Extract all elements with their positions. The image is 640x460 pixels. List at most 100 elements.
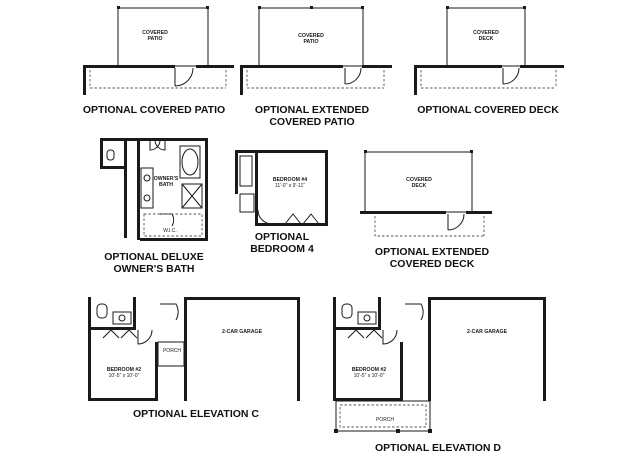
door-swing <box>257 209 273 225</box>
exterior-wall <box>88 297 91 401</box>
room-label-deck: DECK <box>479 36 494 42</box>
room-label-deck: DECK <box>412 183 427 189</box>
vanity <box>112 311 132 325</box>
caption-deluxe-bath-line1: OPTIONAL DELUXE <box>104 251 204 263</box>
room-label-covered: COVERED <box>142 30 168 36</box>
door-swing <box>174 67 194 87</box>
caption-extended-deck-line1: OPTIONAL EXTENDED <box>375 246 490 258</box>
interior-wall <box>378 297 381 330</box>
garage-wall <box>297 297 300 401</box>
caption-elevation-c: OPTIONAL ELEVATION C <box>133 408 259 420</box>
exterior-wall <box>520 65 564 68</box>
door-swing <box>502 67 520 85</box>
plan-elevation-d: BEDROOM #2 10'-5" x 10'-0" 2-CAR GARAGE … <box>333 297 546 454</box>
exterior-wall <box>325 150 328 226</box>
garage-wall <box>184 297 300 300</box>
toilet <box>106 149 115 161</box>
caption-deluxe-bath-line2: OWNER'S BATH <box>113 263 194 275</box>
interior-wall <box>100 138 103 168</box>
interior-wall <box>100 166 126 169</box>
post <box>258 6 261 9</box>
exterior-wall <box>196 65 234 68</box>
exterior-wall <box>83 65 175 68</box>
post <box>361 6 364 9</box>
plan-extended-covered-deck: COVERED DECK OPTIONAL EXTENDED COVERED D… <box>360 150 492 270</box>
room-label-garage: 2-CAR GARAGE <box>467 329 508 335</box>
toilet <box>96 303 108 319</box>
door-swing <box>149 139 161 151</box>
room-label-bedroom2: BEDROOM #2 <box>107 367 141 373</box>
caption-extended-patio-line2: COVERED PATIO <box>269 116 354 128</box>
post <box>310 6 313 9</box>
porch-outline <box>335 400 431 432</box>
room-label-bedroom2: BEDROOM #2 <box>352 367 386 373</box>
interior-wall <box>133 297 136 330</box>
caption-covered-patio: OPTIONAL COVERED PATIO <box>83 104 225 116</box>
caption-bedroom4-line1: OPTIONAL <box>255 231 310 243</box>
plan-deluxe-owners-bath: OWNER'S BATH W.I.C. OPTIONAL DELUXE OWNE… <box>100 138 208 275</box>
room-label-garage: 2-CAR GARAGE <box>222 329 263 335</box>
door-swing <box>405 303 424 321</box>
interior-wall <box>333 327 381 330</box>
caption-bedroom4-line2: BEDROOM 4 <box>250 243 314 255</box>
exterior-wall <box>205 138 208 240</box>
post <box>470 150 473 153</box>
bifold-doors <box>284 213 320 225</box>
room-label-porch: PORCH <box>376 417 394 423</box>
shower-x <box>181 183 203 209</box>
door-swing <box>160 213 175 227</box>
post <box>396 429 400 433</box>
wic-outline <box>143 213 203 237</box>
exterior-wall <box>466 211 492 214</box>
exterior-wall <box>83 65 86 95</box>
room-label-patio: PATIO <box>147 36 162 42</box>
door-swing <box>344 67 362 85</box>
sink <box>118 314 126 322</box>
garage-wall <box>428 297 431 401</box>
room-label-covered: COVERED <box>298 33 324 39</box>
linen-closet <box>239 193 255 213</box>
room-label-porch: PORCH <box>163 348 181 354</box>
garage-wall <box>543 297 546 401</box>
hidden-lines <box>374 216 485 237</box>
door-swing <box>137 329 153 345</box>
interior-wall <box>235 150 238 194</box>
exterior-wall <box>414 65 502 68</box>
plan-covered-patio: COVERED PATIO OPTIONAL COVERED PATIO <box>83 6 234 116</box>
garage-wall <box>184 297 187 401</box>
exterior-wall <box>362 65 392 68</box>
closet-shelf <box>239 155 253 187</box>
porch-railing <box>339 404 427 428</box>
exterior-wall <box>240 65 343 68</box>
room-label-owners: OWNER'S <box>154 176 179 182</box>
vanity <box>357 311 377 325</box>
post <box>206 6 209 9</box>
garage-wall <box>428 297 546 300</box>
interior-wall <box>137 138 140 240</box>
caption-extended-deck-line2: COVERED DECK <box>390 258 475 270</box>
exterior-wall <box>235 150 328 153</box>
interior-wall <box>88 327 136 330</box>
sink <box>143 194 151 202</box>
door-swing <box>447 213 465 231</box>
exterior-wall <box>333 297 336 401</box>
hidden-lines <box>420 70 557 89</box>
post <box>334 429 338 433</box>
hidden-lines <box>246 70 385 89</box>
room-label-covered: COVERED <box>473 30 499 36</box>
porch-outline <box>157 341 185 367</box>
bifold-doors <box>347 329 383 339</box>
room-label-bath: BATH <box>159 182 173 188</box>
shower <box>181 183 203 209</box>
post <box>428 429 432 433</box>
bifold-doors <box>102 329 138 339</box>
room-dim-bedroom4: 11'-0" x 9'-11" <box>275 183 305 189</box>
door-swing <box>382 329 398 345</box>
exterior-wall <box>88 398 158 401</box>
room-dim-bedroom2: 10'-5" x 10'-0" <box>354 373 385 379</box>
caption-elevation-d: OPTIONAL ELEVATION D <box>375 442 501 454</box>
interior-wall <box>255 150 258 226</box>
exterior-wall <box>414 65 417 95</box>
exterior-wall <box>240 65 243 95</box>
